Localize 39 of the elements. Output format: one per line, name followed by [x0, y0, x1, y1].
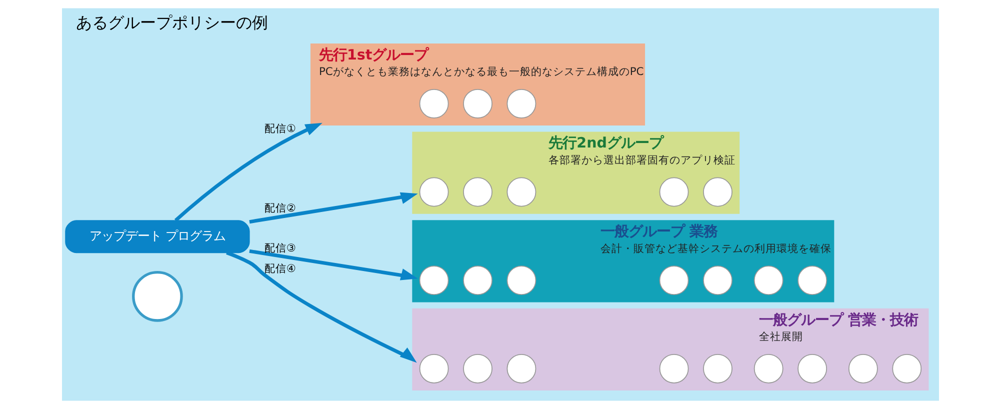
- node-circle: [132, 270, 182, 322]
- node-circle: [658, 266, 688, 296]
- edge-label: 配信④: [264, 262, 296, 275]
- node-circle: [462, 354, 492, 384]
- node-circle: [462, 266, 492, 296]
- arrow: [226, 251, 416, 363]
- cluster: 先行2ndグループ 各部署から選出部署固有のアプリ検証: [412, 132, 740, 214]
- node-circle: [506, 266, 536, 296]
- cluster: 一般グループ 営業・技術 全社展開: [412, 308, 928, 391]
- node-circle: [702, 266, 732, 296]
- arrow: [174, 122, 322, 222]
- node-box: アップデート プログラム: [64, 220, 250, 254]
- node-circle: [462, 88, 492, 118]
- node-circle: [892, 354, 922, 384]
- cluster: 先行1stグループ PCがなくとも業務はなんとかなる最も一般的なシステム構成のPC: [310, 43, 645, 126]
- node-circle: [418, 354, 448, 384]
- node-circle: [462, 177, 492, 207]
- edge-label: 配信③: [264, 241, 296, 254]
- node-circle: [418, 88, 448, 118]
- node-circle: [848, 354, 878, 384]
- edge-label: 配信①: [264, 122, 296, 135]
- arrow: [248, 249, 418, 280]
- node-circle: [506, 88, 536, 118]
- node-circle: [753, 266, 783, 296]
- cluster: 一般グループ 業務 会計・販管など基幹システムの利用環境を確保: [412, 220, 834, 302]
- node-circle: [797, 354, 827, 384]
- node-circle: [702, 177, 732, 207]
- edge-label: 配信②: [264, 201, 296, 214]
- arrow: [248, 192, 418, 224]
- node-circle: [658, 177, 688, 207]
- node-circle: [418, 266, 448, 296]
- node-circle: [797, 266, 827, 296]
- node-circle: [506, 177, 536, 207]
- node-circle: [702, 354, 732, 384]
- diagram-title: あるグループポリシーの例: [76, 13, 268, 32]
- node-circle: [658, 354, 688, 384]
- node-circle: [418, 177, 448, 207]
- node-circle: [753, 354, 783, 384]
- node-circle: [506, 354, 536, 384]
